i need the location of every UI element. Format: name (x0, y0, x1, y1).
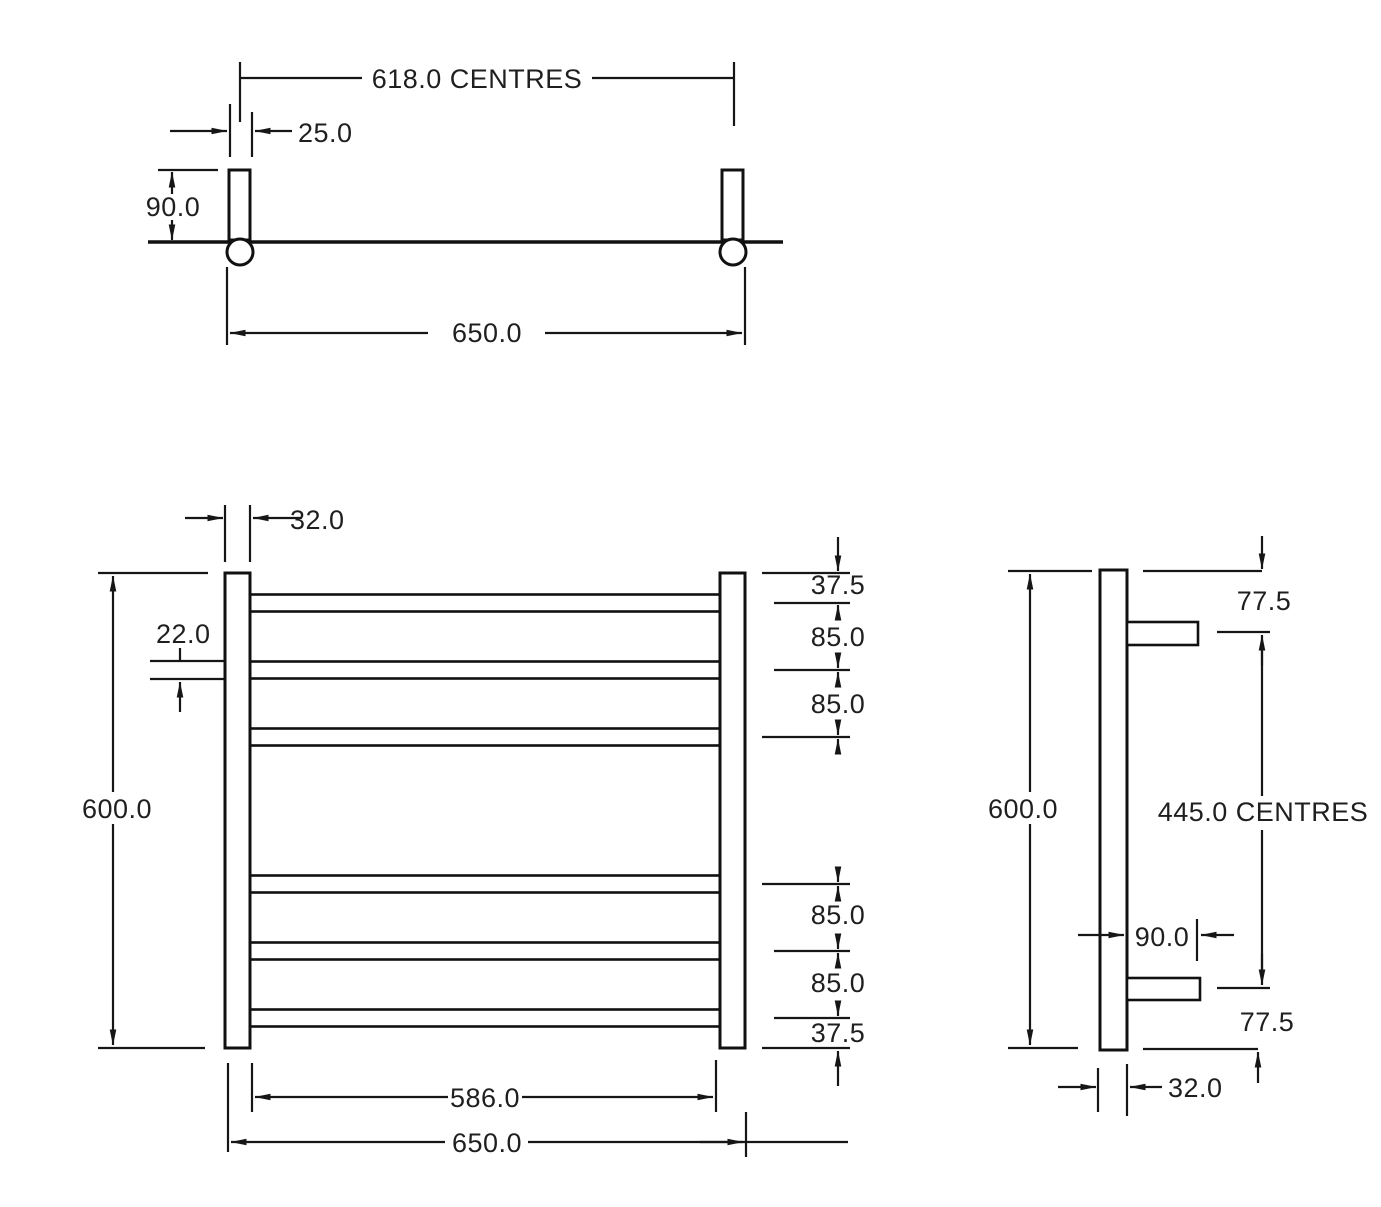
dim-label-bottom-offset: 77.5 (1240, 1007, 1295, 1037)
front-view-dimensions: 32.0 22.0 600.0 (82, 505, 865, 1158)
dim-label-spacing-2: 85.0 (811, 689, 866, 719)
left-post (223, 571, 252, 1050)
dim-label-bracket-height: 90.0 (146, 192, 201, 222)
bottom-wall-bracket (1125, 976, 1202, 1002)
side-view: 600.0 77.5 445.0 CENTRES 90.0 77.5 (988, 536, 1368, 1116)
dim-label-spacing-5: 37.5 (811, 1018, 866, 1048)
dim-label-post-width: 32.0 (290, 505, 345, 535)
dim-label-spacing-4: 85.0 (811, 968, 866, 998)
front-view: 32.0 22.0 600.0 (82, 505, 865, 1158)
dim-label-spacing-0: 37.5 (811, 570, 866, 600)
label-background (1164, 796, 1362, 830)
side-view-geometry (1098, 568, 1202, 1052)
towel-bar (248, 874, 722, 894)
towel-bar (248, 660, 722, 680)
dim-label-tube-diameter: 22.0 (156, 619, 211, 649)
dim-label-centres: 618.0 CENTRES (372, 64, 583, 94)
dim-label-overall-width: 650.0 (452, 318, 522, 348)
dim-label-overall-height: 600.0 (988, 794, 1058, 824)
top-view-dimensions: 618.0 CENTRES 25.0 90.0 650.0 (146, 62, 747, 348)
towel-bar (248, 941, 722, 961)
side-post (1098, 568, 1129, 1052)
top-wall-bracket (1125, 620, 1200, 647)
towel-bar (248, 727, 722, 747)
dim-label-post-depth: 32.0 (1168, 1073, 1223, 1103)
dim-label-bracket-depth: 90.0 (1135, 922, 1190, 952)
dim-label-top-offset: 77.5 (1237, 586, 1292, 616)
dim-label-bracket-centres: 445.0 CENTRES (1158, 797, 1369, 827)
right-bracket (720, 168, 745, 242)
dim-label-overall-width: 650.0 (452, 1128, 522, 1158)
side-view-dimensions: 600.0 77.5 445.0 CENTRES 90.0 77.5 (988, 536, 1368, 1116)
towel-bar (248, 593, 722, 613)
dim-label-overall-height: 600.0 (82, 794, 152, 824)
dim-label-spacing-1: 85.0 (811, 622, 866, 652)
top-view: 618.0 CENTRES 25.0 90.0 650.0 (146, 62, 783, 348)
top-view-geometry (148, 168, 783, 267)
towel-bar (248, 1008, 722, 1028)
dim-label-inner-width: 586.0 (450, 1083, 520, 1113)
front-view-geometry (223, 571, 747, 1050)
right-post (718, 571, 747, 1050)
dim-label-spacing-3: 85.0 (811, 900, 866, 930)
left-bracket (227, 168, 252, 242)
left-mount-circle (225, 237, 255, 267)
dim-label-bracket-width: 25.0 (298, 118, 353, 148)
right-mount-circle (718, 237, 748, 267)
